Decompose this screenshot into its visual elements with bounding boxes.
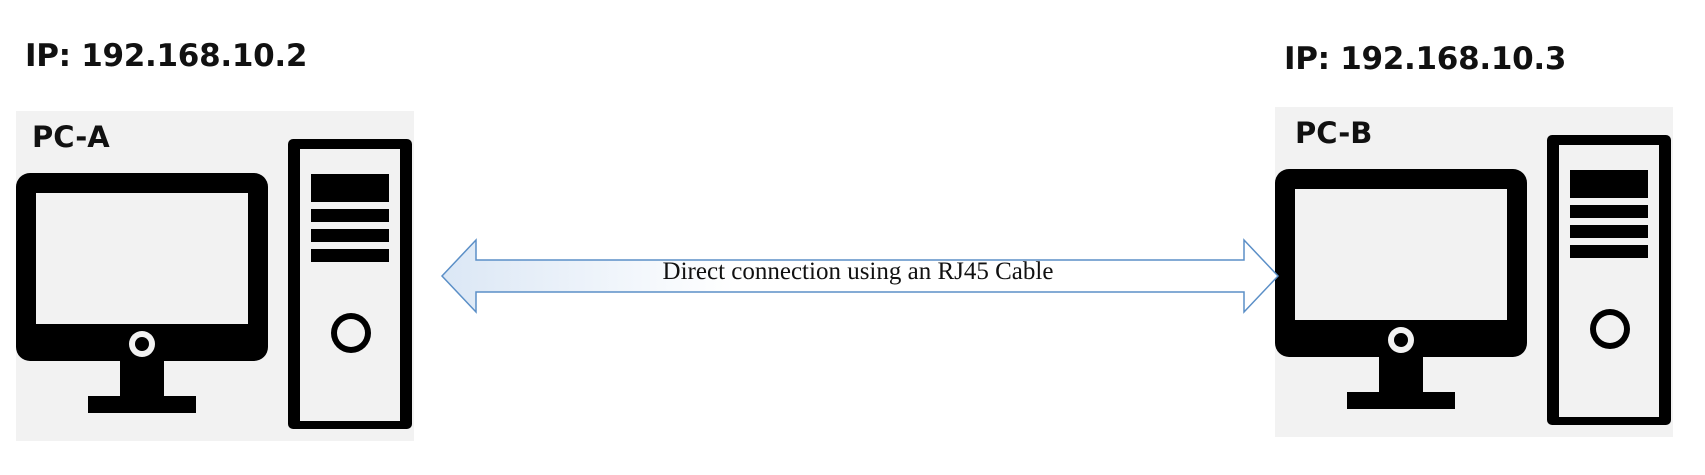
monitor-icon xyxy=(16,173,268,413)
double-headed-arrow xyxy=(440,238,1280,314)
connection-label: Direct connection using an RJ45 Cable xyxy=(662,258,1054,285)
computer-tower-icon xyxy=(1547,135,1671,425)
pc-a-computer-icon xyxy=(16,139,412,429)
pc-b-name: PC-B xyxy=(1295,116,1373,150)
pc-b-ip-label: IP: 192.168.10.3 xyxy=(1284,41,1567,77)
pc-a-name: PC-A xyxy=(32,120,110,154)
computer-tower-icon xyxy=(288,139,412,429)
monitor-icon xyxy=(1275,169,1527,409)
pc-a-ip-label: IP: 192.168.10.2 xyxy=(25,38,308,74)
pc-b-computer-icon xyxy=(1275,135,1671,425)
